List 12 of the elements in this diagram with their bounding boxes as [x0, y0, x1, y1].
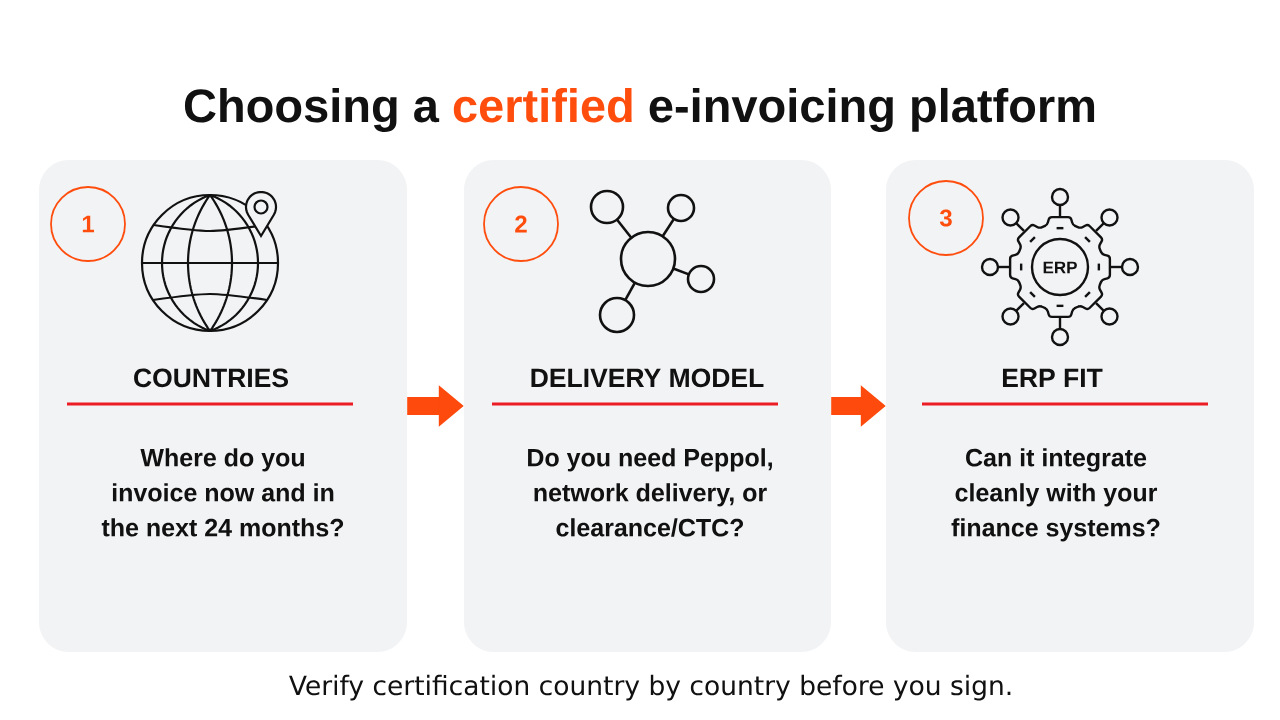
title: Choosing a certified e-invoicing platform: [184, 87, 1095, 132]
card-heading: DELIVERY MODEL: [531, 368, 764, 388]
caption: Verify certification country by country before you sign.: [289, 674, 1011, 701]
question-text: Can it integrate cleanly with your finance systems?: [951, 448, 1160, 542]
icon-text: ERP: [1043, 261, 1077, 274]
question-text: Where do you invoice now and in the next 24 months?: [101, 448, 344, 537]
question-text: Do you need Peppol, network delivery, or clearance/CTC?: [528, 448, 772, 537]
card-heading: ERP FIT: [1002, 368, 1103, 387]
step-card: [39, 160, 407, 652]
step-card: [886, 160, 1254, 652]
card-heading: COUNTRIES: [134, 368, 288, 388]
step-card: [464, 160, 831, 652]
